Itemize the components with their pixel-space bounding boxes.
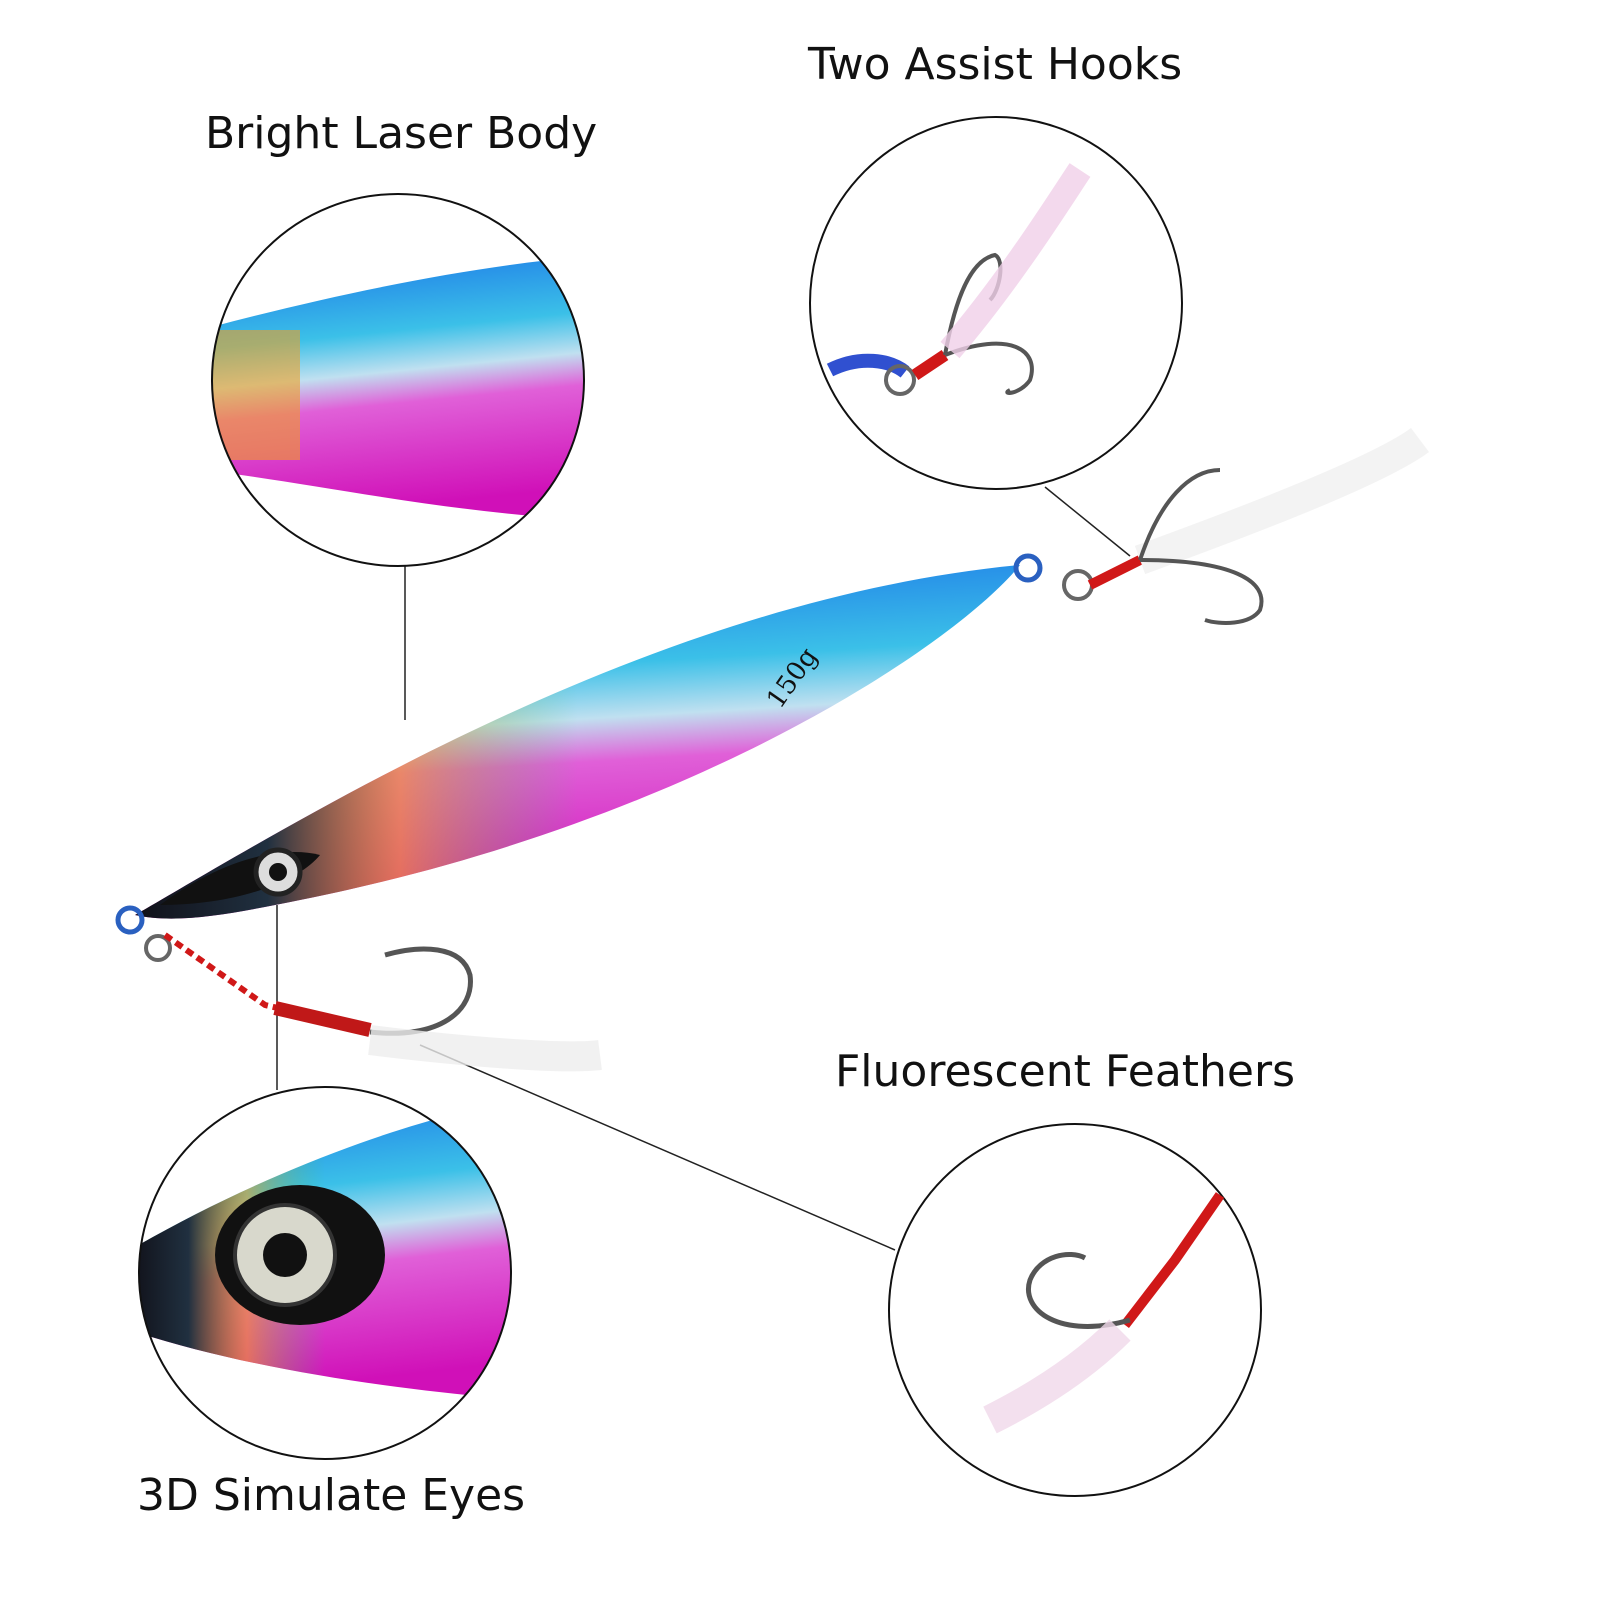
eye-closeup bbox=[138, 1086, 512, 1460]
hooks-closeup bbox=[809, 116, 1183, 490]
callout-label-feathers: Fluorescent Feathers bbox=[835, 1046, 1296, 1097]
callout-label-body: Bright Laser Body bbox=[205, 108, 598, 159]
lure-body: 150g bbox=[115, 427, 1429, 1072]
callout-label-eyes: 3D Simulate Eyes bbox=[137, 1470, 526, 1521]
feathers-closeup bbox=[888, 1123, 1262, 1497]
connector-lines bbox=[276, 486, 1131, 1251]
callout-label-hooks: Two Assist Hooks bbox=[808, 39, 1183, 90]
body-closeup bbox=[211, 193, 585, 567]
